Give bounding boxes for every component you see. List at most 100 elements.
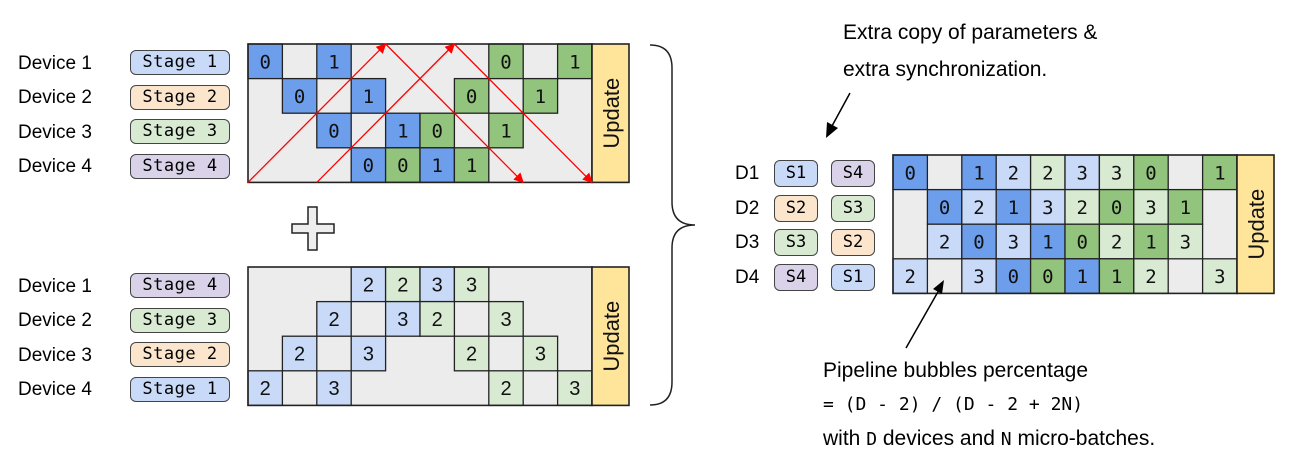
micro-batch-cell: 0 [247,43,284,80]
micro-batch-cell: 1 [488,112,524,149]
cell-label: 0 [939,197,950,219]
micro-batch-cell: 0 [995,258,1032,295]
micro-batch-cell: 1 [453,147,490,184]
text: with [823,427,867,450]
device-label: Device 2 [18,310,92,331]
micro-batch-cell: 3 [350,335,387,372]
cell-label: 0 [294,86,305,108]
micro-batch-cell: 2 [247,370,284,407]
cell-label: 3 [466,274,477,296]
cell-label: 3 [1042,197,1053,219]
micro-batch-cell: 3 [316,370,352,407]
stage-badge: S1 [774,160,818,187]
device-label: D2 [735,198,760,219]
micro-batch-cell: 2 [961,188,997,225]
stage-badge: Stage 4 [130,154,230,179]
micro-batch-cell: 2 [926,223,963,260]
cell-label: 1 [1180,197,1191,219]
micro-batch-cell: 0 [961,223,997,260]
cell-label: 1 [1008,197,1019,219]
micro-batch-cell: 0 [281,77,318,114]
update-block: Update [591,266,630,407]
device-label: D4 [735,267,760,288]
cell-label: 0 [973,232,984,254]
micro-batch-cell: 3 [1064,154,1101,191]
micro-batch-cell: 2 [488,370,524,407]
micro-batch-cell: 3 [488,300,524,337]
micro-batch-cell: 1 [1167,188,1204,225]
micro-batch-cell: 2 [419,300,456,337]
micro-batch-cell: 2 [384,266,421,303]
annotation-top-line1: Extra copy of parameters & [843,21,1098,44]
cell-label: 2 [432,309,443,331]
micro-batch-cell: 0 [453,77,490,114]
annotation-bottom-line3: with D devices and N micro-batches. [823,422,1155,457]
cell-label: 3 [432,274,443,296]
cell-label: 1 [1145,232,1156,254]
micro-batch-cell: 3 [419,266,456,303]
cell-label: 0 [1042,266,1053,288]
cell-label: 2 [328,309,339,331]
cell-label: 0 [466,86,477,108]
device-label: Device 3 [18,122,92,143]
cell-label: 3 [363,344,374,366]
stage-badge: Stage 2 [130,85,230,110]
stage-badge: Stage 1 [130,50,230,75]
micro-batch-cell: 2 [892,258,929,295]
cell-label: 1 [1214,162,1225,184]
var-d: D [866,429,878,450]
stage-badge: Stage 3 [130,308,230,333]
micro-batch-cell: 1 [522,77,559,114]
micro-batch-cell: 3 [1029,188,1066,225]
cell-label: 2 [1042,162,1053,184]
micro-batch-cell: 3 [1201,258,1238,295]
micro-batch-cell: 0 [316,112,352,149]
dependency-arrow [247,43,387,183]
cell-label: 0 [397,155,408,177]
cell-label: 2 [904,266,915,288]
cell-label: 3 [328,378,339,400]
micro-batch-cell: 1 [1098,258,1135,295]
cell-label: 3 [1214,266,1225,288]
plus-icon [291,206,335,251]
cell-label: 2 [939,232,950,254]
cell-label: 2 [466,344,477,366]
update-label: Update [599,301,624,372]
micro-batch-cell: 1 [556,43,593,80]
micro-batch-cell: 0 [488,43,524,80]
cell-label: 2 [260,378,271,400]
micro-batch-cell: 1 [961,154,997,191]
stage-badge: Stage 3 [130,119,230,144]
cell-label: 1 [328,51,339,73]
cell-label: 0 [1008,266,1019,288]
micro-batch-cell: 3 [995,223,1032,260]
micro-batch-cell: 1 [1201,154,1238,191]
cell-label: 3 [1145,197,1156,219]
annotation-bottom-line1: Pipeline bubbles percentage [823,359,1089,382]
device-label: D1 [735,163,760,184]
micro-batch-cell: 3 [522,335,559,372]
micro-batch-cell: 0 [384,147,421,184]
micro-batch-cell: 3 [1133,188,1169,225]
update-block: Update [1236,154,1275,295]
cell-label: 3 [973,266,984,288]
cell-label: 2 [500,378,511,400]
micro-batch-cell: 2 [1064,188,1101,225]
micro-batch-cell: 0 [1133,154,1169,191]
micro-batch-cell: 1 [995,188,1032,225]
device-label: Device 2 [18,87,92,108]
cell-label: 1 [397,121,408,143]
cell-label: 3 [500,309,511,331]
bubble-formula: = (D - 2) / (D - 2 + 2N) [823,394,1084,415]
curly-brace-icon [649,44,696,406]
stage-badge: Stage 1 [130,377,230,402]
stage-badge: Stage 2 [130,342,230,367]
cell-label: 2 [1076,197,1087,219]
cell-label: 1 [363,86,374,108]
micro-batch-cell: 3 [961,258,997,295]
stage-badge: S2 [831,229,875,256]
update-label: Update [1244,189,1269,260]
micro-batch-cell: 1 [419,147,456,184]
micro-batch-cell: 0 [892,154,929,191]
micro-batch-cell: 3 [384,300,421,337]
